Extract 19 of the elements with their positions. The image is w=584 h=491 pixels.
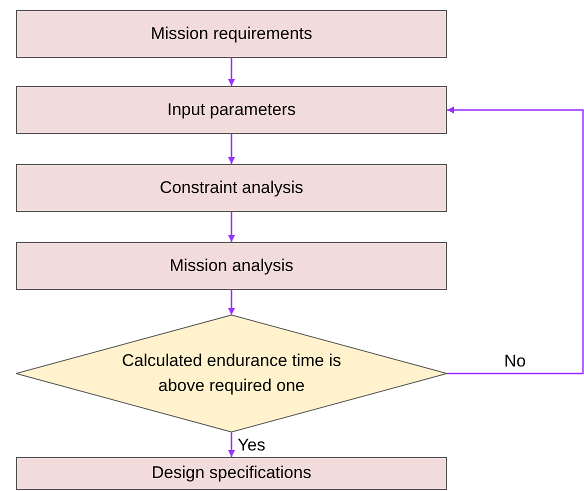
process-box bbox=[16, 457, 447, 490]
node-text: Design specifications bbox=[152, 462, 312, 484]
decision-diamond bbox=[16, 315, 447, 432]
arrow bbox=[228, 290, 235, 315]
arrow bbox=[228, 134, 235, 164]
process-box bbox=[16, 86, 447, 134]
process-box bbox=[16, 10, 447, 58]
arrow bbox=[228, 212, 235, 242]
edge-label: Yes bbox=[236, 436, 268, 453]
process-box bbox=[16, 164, 447, 212]
node-text: Calculated endurance time is above required one bbox=[120, 350, 342, 396]
node-text: Mission analysis bbox=[170, 254, 294, 277]
arrow bbox=[228, 432, 235, 457]
node-text: Input parameters bbox=[167, 98, 296, 121]
arrow bbox=[447, 106, 584, 374]
arrow bbox=[228, 58, 235, 86]
node-text: Constraint analysis bbox=[160, 176, 304, 199]
process-box bbox=[16, 242, 447, 290]
node-text: Mission requirements bbox=[150, 22, 312, 45]
